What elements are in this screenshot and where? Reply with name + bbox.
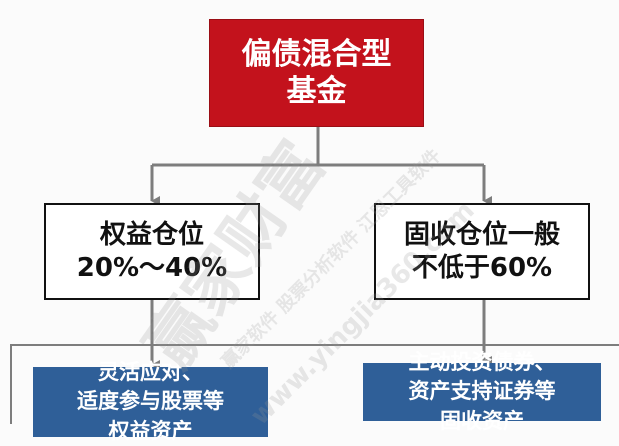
connectors xyxy=(10,127,619,424)
fixed-line-2: 不低于60% xyxy=(411,252,553,283)
equity-detail-line-2: 适度参与股票等 xyxy=(77,389,224,414)
root-line-1: 偏债混合型 xyxy=(241,36,392,72)
fixed-income-detail-node: 主动投资债券、 资产支持证券等 固收资产 xyxy=(363,350,601,433)
root-node-hybrid-bond-fund: 偏债混合型 基金 xyxy=(209,19,424,127)
equity-detail-node: 灵活应对、 适度参与股票等 权益资产 xyxy=(33,360,268,443)
outer-frame xyxy=(10,344,619,424)
equity-line-2: 20%～40% xyxy=(76,252,228,283)
equity-detail-line-3: 权益资产 xyxy=(108,418,193,443)
fixed-detail-line-2: 资产支持证券等 xyxy=(408,379,556,404)
root-line-2: 基金 xyxy=(286,74,347,109)
equity-line-1: 权益仓位 xyxy=(99,220,204,250)
equity-position-node: 权益仓位 20%～40% xyxy=(44,203,260,300)
equity-detail-line-1: 灵活应对、 xyxy=(98,359,203,384)
fixed-income-position-node: 固收仓位一般 不低于60% xyxy=(374,203,590,300)
fixed-detail-line-1: 主动投资债券、 xyxy=(408,349,556,374)
fixed-detail-line-3: 固收资产 xyxy=(440,408,524,433)
fixed-line-1: 固收仓位一般 xyxy=(403,220,560,250)
